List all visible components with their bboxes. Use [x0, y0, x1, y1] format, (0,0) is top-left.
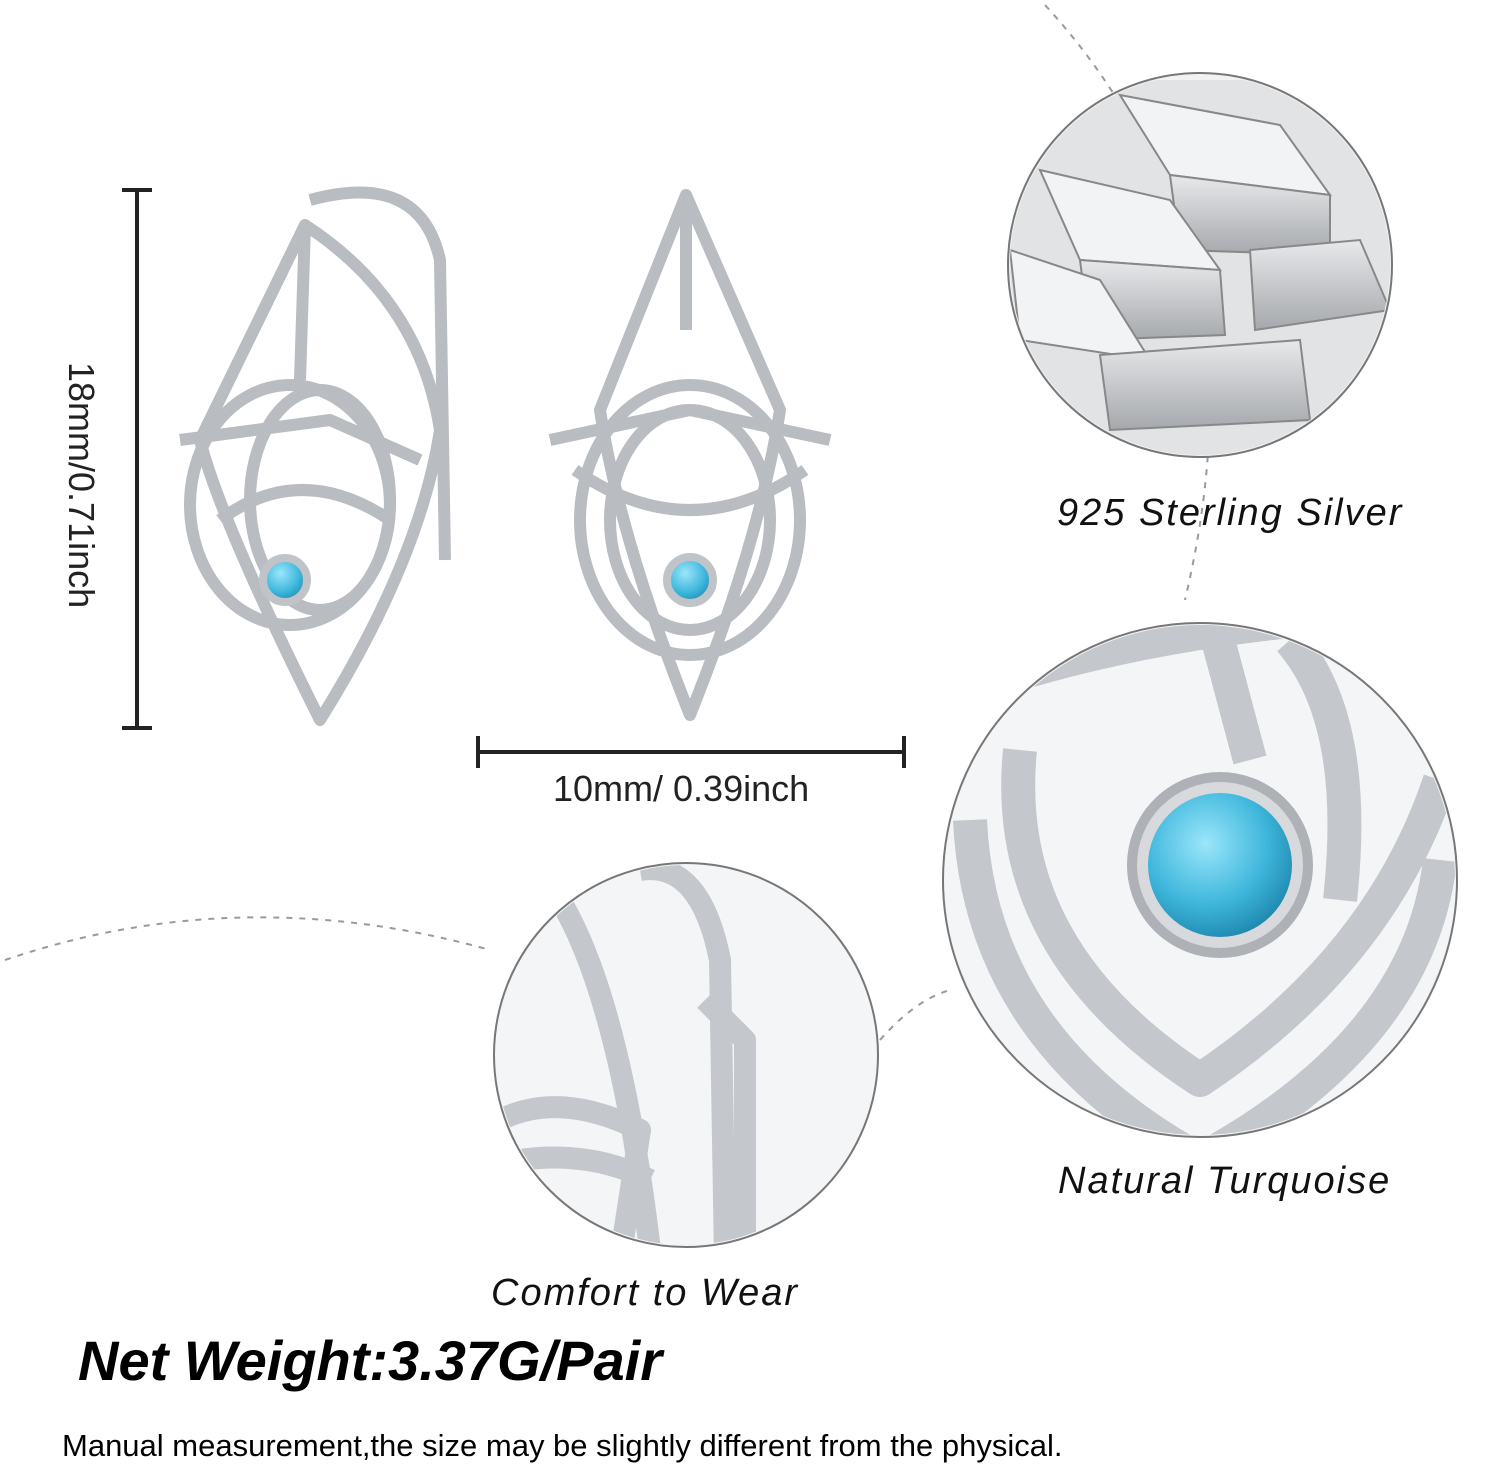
width-dimension-line [476, 736, 906, 768]
width-label: 10mm/ 0.39inch [553, 768, 810, 809]
turquoise-stone-left [259, 554, 311, 606]
turquoise-stone-right [663, 553, 717, 607]
feature-label-turquoise: Natural Turquoise [1058, 1160, 1392, 1202]
earring-side-view [179, 186, 451, 726]
silver-bars-icon [1007, 72, 1393, 458]
height-dimension-line [122, 188, 152, 730]
feature-label-comfort: Comfort to Wear [491, 1272, 800, 1314]
feature-label-silver: 925 Sterling Silver [1057, 492, 1404, 534]
earring-front-view [548, 189, 832, 721]
lever-back-hinge-icon [493, 862, 879, 1248]
dashed-decor-arcs [4, 4, 1211, 1041]
height-label: 18mm/0.71inch [61, 362, 102, 609]
net-weight: Net Weight:3.37G/Pair [78, 1329, 663, 1392]
disclaimer-text: Manual measurement,the size may be sligh… [62, 1428, 1063, 1463]
turquoise-stone-icon [942, 622, 1458, 1138]
